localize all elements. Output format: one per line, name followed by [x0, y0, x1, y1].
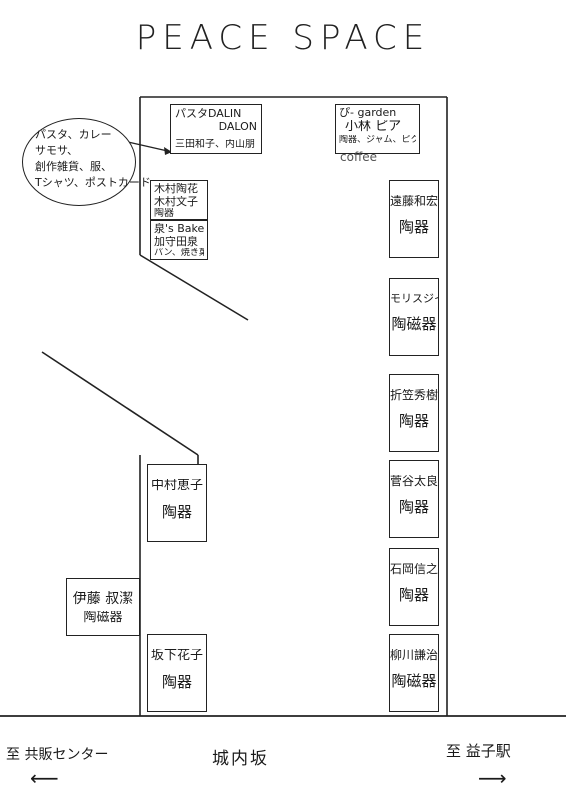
booth-name: 遠藤和宏	[390, 195, 438, 208]
booth-name: 坂下花子	[150, 649, 203, 663]
booth-goods: 陶器	[398, 218, 429, 236]
bubble-line: サモサ、	[35, 143, 79, 157]
right-arrow-icon: ⟶	[478, 766, 507, 790]
booth-name: 泉's Bakery	[154, 223, 204, 235]
page-title: PEACE SPACE	[135, 18, 431, 58]
booth-goods: 陶器	[398, 498, 429, 516]
booth-nakamura[interactable]: 中村恵子 陶器	[147, 464, 207, 542]
direction-right-label: 至 益子駅	[446, 742, 511, 760]
booth-name: 木村陶花	[154, 183, 198, 195]
booth-name-2: DALON	[218, 120, 257, 133]
booth-goods: 陶器	[154, 208, 174, 220]
booth-morisu[interactable]: モリスジイ 陶磁器	[389, 278, 439, 356]
booth-sugaya[interactable]: 菅谷太良 陶器	[389, 460, 439, 538]
booth-name: 中村恵子	[150, 479, 203, 493]
booth-goods: 陶器	[161, 673, 192, 691]
bubble-line: Tシャツ、ポストカード	[35, 175, 151, 189]
booth-name: パスタDALIN	[175, 108, 242, 120]
booth-goods: 陶器	[398, 412, 429, 430]
booth-goods: パン、焼き菓子	[154, 248, 204, 259]
bubble-line: パスタ、カレー	[35, 128, 112, 141]
booth-person: 加守田泉	[154, 235, 198, 248]
booth-goods: 陶磁器	[83, 611, 123, 626]
diagonal-wall-lower	[41, 351, 199, 456]
callout-bubble: パスタ、カレー サモサ、 創作雑貨、服、 Tシャツ、ポストカード	[22, 118, 151, 206]
booth-name: 石岡信之	[390, 563, 438, 576]
booth-name: 柳川謙治	[390, 649, 438, 662]
bubble-pointer-head	[164, 147, 172, 155]
booth-goods: 陶器	[398, 586, 429, 604]
booth-goods: 陶器、ジャム、ピクルス	[339, 134, 416, 145]
direction-left-label: 至 共販センター	[6, 747, 109, 763]
booth-kimura[interactable]: 木村陶花 木村文子 陶器	[150, 180, 208, 220]
booth-izumi[interactable]: 泉's Bakery 加守田泉 パン、焼き菓子	[150, 220, 208, 260]
booth-pi-garden[interactable]: ぴ- garden 小林 ピア 陶器、ジャム、ピクルス	[335, 104, 420, 154]
booth-person: 木村文子	[154, 195, 198, 208]
diagonal-wall-upper	[139, 254, 249, 321]
coffee-label: coffee	[340, 150, 377, 164]
booth-yanagawa[interactable]: 柳川謙治 陶磁器	[389, 634, 439, 712]
booth-goods: 陶器	[161, 503, 192, 521]
booth-dalin[interactable]: パスタDALIN DALON 三田和子、内山朋	[170, 104, 262, 154]
booth-name: モリスジイ	[390, 293, 438, 305]
street-name: 城内坂	[212, 749, 269, 769]
booth-people: 三田和子、内山朋	[175, 139, 255, 151]
booth-name: 伊藤 叔潔	[72, 591, 134, 607]
booth-name: 折笠秀樹	[390, 389, 438, 402]
booth-name: ぴ- garden	[339, 107, 397, 119]
booth-ishioka[interactable]: 石岡信之 陶器	[389, 548, 439, 626]
booth-goods: 陶磁器	[391, 315, 437, 333]
booth-origasa[interactable]: 折笠秀樹 陶器	[389, 374, 439, 452]
left-arrow-icon: ⟵	[30, 766, 59, 790]
booth-sakashita[interactable]: 坂下花子 陶器	[147, 634, 207, 712]
bubble-line: 創作雑貨、服、	[35, 159, 112, 173]
booth-person: 小林 ピア	[345, 119, 402, 134]
booth-endo[interactable]: 遠藤和宏 陶器	[389, 180, 439, 258]
booth-goods: 陶磁器	[391, 672, 437, 690]
booth-name: 菅谷太良	[390, 475, 438, 488]
booth-ito[interactable]: 伊藤 叔潔 陶磁器	[66, 578, 140, 636]
